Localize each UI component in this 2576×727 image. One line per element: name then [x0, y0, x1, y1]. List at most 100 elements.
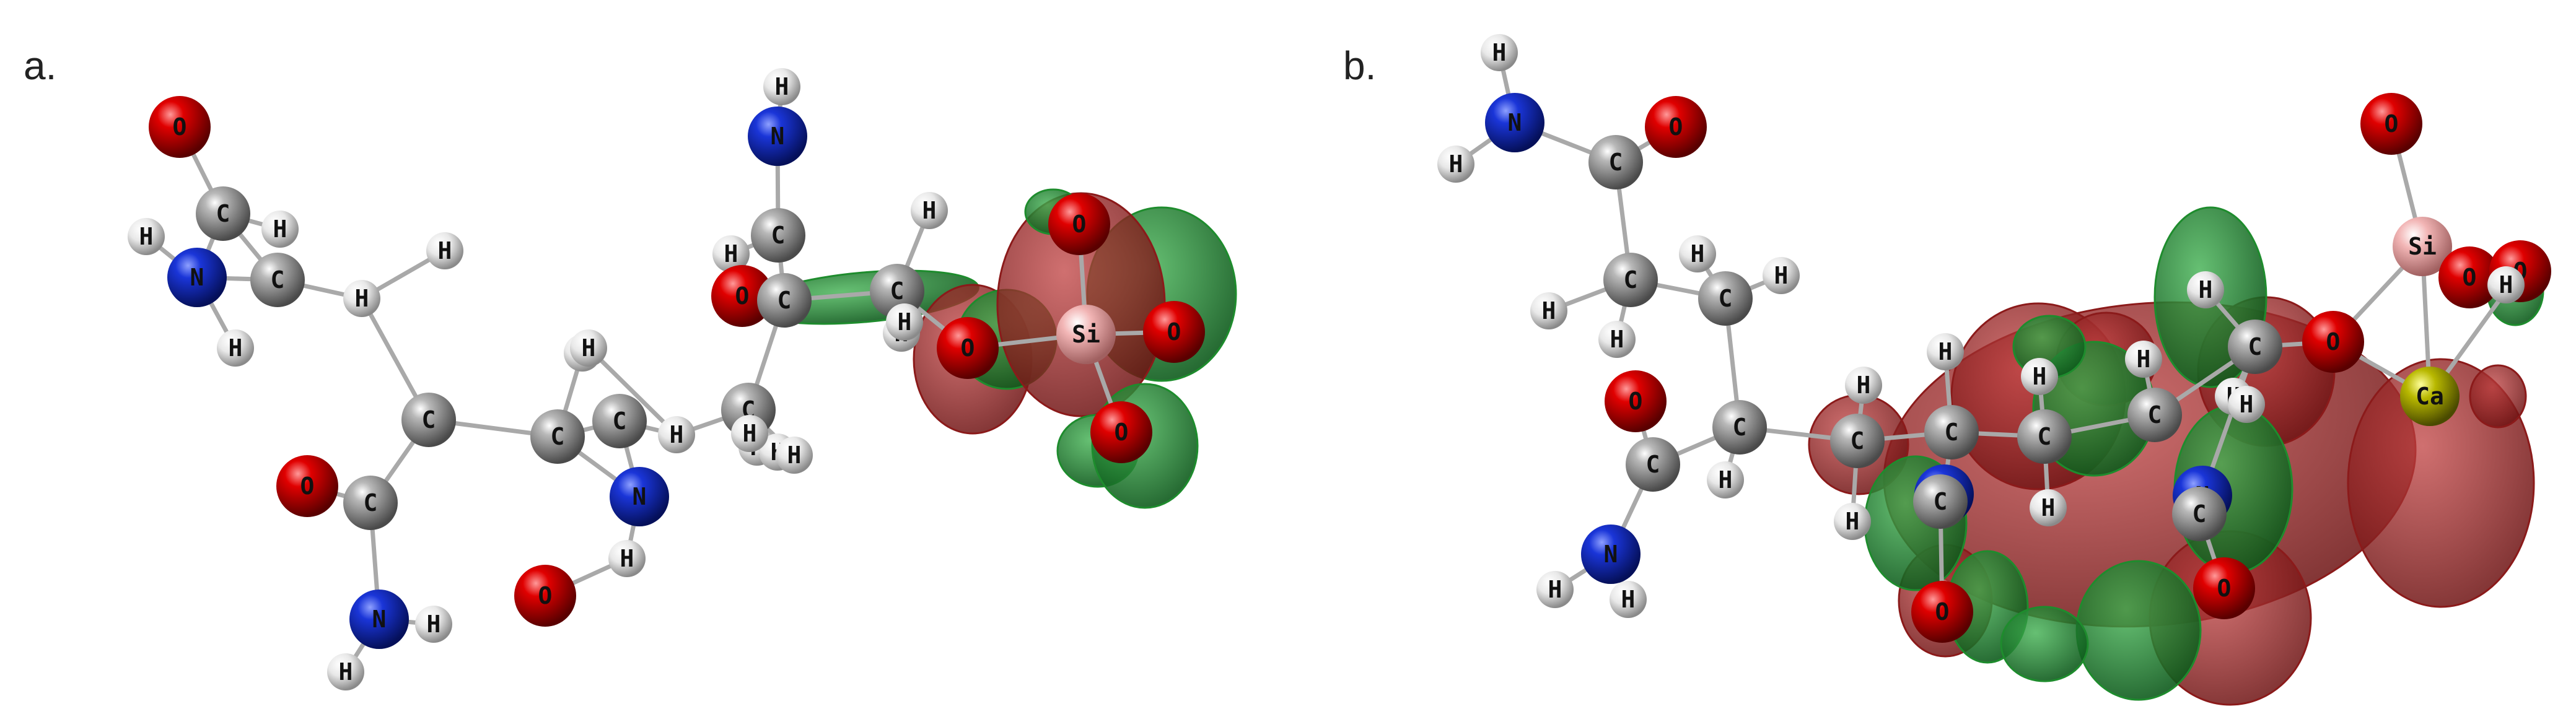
atom-sphere	[343, 280, 380, 317]
atom-o: O	[2438, 246, 2500, 308]
atom-label: H	[1492, 39, 1507, 66]
atom-sphere	[1712, 400, 1767, 455]
atom-h: H	[2487, 266, 2525, 303]
atom-sphere	[1927, 333, 1964, 370]
atom-label: N	[372, 606, 387, 633]
atom-sphere	[1048, 193, 1110, 255]
atom-sphere	[530, 409, 585, 464]
atom-label: O	[2385, 110, 2399, 137]
atom-h: H	[343, 280, 380, 317]
atom-label: O	[1935, 598, 1950, 625]
atoms-b: HNHOCCHHCHHOCCHNHHCHHCHNCOHCHHCHCHHNCOOS…	[1437, 34, 2551, 643]
atom-c: C	[1588, 135, 1643, 189]
atom-o: O	[276, 455, 338, 517]
atom-o: O	[1645, 96, 1707, 158]
atom-c: C	[757, 273, 812, 328]
atom-label: C	[422, 406, 436, 433]
atom-sphere	[1834, 503, 1871, 540]
atom-label: H	[427, 611, 441, 638]
atom-sphere	[751, 208, 805, 263]
atom-c: C	[343, 476, 398, 530]
atom-sphere	[276, 455, 338, 517]
atom-label: O	[300, 472, 315, 500]
atom-sphere	[776, 437, 813, 474]
atom-n: N	[1485, 93, 1544, 152]
atom-label: C	[2148, 401, 2162, 429]
atom-label: C	[778, 287, 792, 314]
atom-label: H	[139, 223, 154, 250]
atom-label: H	[670, 421, 684, 448]
atom-label: H	[1774, 262, 1789, 289]
atom-si: Si	[2393, 217, 2452, 276]
atom-o: O	[1143, 301, 1205, 363]
atom-label: H	[339, 658, 353, 686]
atom-sphere	[2017, 409, 2072, 464]
atom-o: O	[2360, 93, 2422, 155]
atom-label: H	[2033, 363, 2047, 390]
atom-sphere	[763, 68, 800, 105]
atom-h: H	[2228, 386, 2265, 423]
atom-label: C	[1646, 451, 1660, 478]
atom-label: O	[735, 282, 750, 310]
atom-sphere	[1581, 525, 1641, 584]
atom-sphere	[592, 394, 647, 448]
atom-sphere	[349, 590, 409, 649]
atom-c: C	[401, 393, 456, 447]
atom-h: H	[2187, 271, 2224, 308]
orbital-lobe-positive	[2000, 606, 2089, 682]
atom-sphere	[1605, 370, 1667, 432]
atom-sphere	[1588, 135, 1643, 189]
atom-n: N	[748, 107, 807, 166]
atom-o: O	[149, 96, 211, 158]
atom-label: H	[582, 334, 596, 362]
atom-sphere	[2021, 358, 2058, 395]
atom-sphere	[128, 218, 165, 255]
atom-c: C	[2228, 320, 2282, 374]
atom-label: N	[1508, 109, 1522, 136]
atom-c: C	[250, 253, 305, 307]
atom-h: H	[1679, 235, 1716, 272]
atom-h: H	[1610, 581, 1647, 618]
atom-sphere	[2030, 489, 2067, 526]
atom-h: H	[1598, 321, 1636, 358]
atom-label: C	[2193, 500, 2207, 528]
atom-h: H	[763, 68, 800, 105]
atom-h: H	[2021, 358, 2058, 395]
atom-label: O	[961, 334, 975, 362]
atom-si: Si	[1056, 305, 1116, 364]
atom-o: O	[937, 317, 999, 379]
atom-sphere	[1143, 301, 1205, 363]
atom-label: H	[775, 73, 789, 100]
atom-sphere	[196, 186, 250, 241]
atom-c: C	[751, 208, 805, 263]
atom-sphere	[250, 253, 305, 307]
atom-label: H	[922, 197, 937, 224]
atom-label: H	[1691, 240, 1705, 268]
atom-sphere	[1090, 401, 1152, 463]
atom-h: H	[658, 416, 695, 453]
panel-label-b: b.	[1343, 43, 1376, 88]
atom-sphere	[886, 303, 923, 341]
atom-h: H	[1530, 292, 1567, 329]
atom-n: N	[1581, 525, 1641, 584]
atom-n: N	[349, 590, 409, 649]
atom-sphere	[1603, 253, 1658, 307]
atom-label: Si	[2408, 233, 2437, 260]
atom-sphere	[757, 273, 812, 328]
atom-label: H	[743, 420, 757, 447]
atom-sphere	[343, 476, 398, 530]
atom-sphere	[1485, 93, 1544, 152]
atom-sphere	[2400, 367, 2460, 426]
atom-label: Si	[1072, 321, 1100, 348]
atom-h: H	[911, 192, 948, 229]
atom-c: C	[2172, 487, 2227, 541]
atom-sphere	[1536, 571, 1574, 608]
atom-label: C	[890, 277, 905, 305]
atom-label: O	[2463, 264, 2477, 291]
atom-label: H	[1939, 338, 1953, 365]
atom-label: H	[620, 545, 634, 572]
atom-label: C	[613, 407, 627, 435]
atom-sphere	[2228, 320, 2282, 374]
atom-sphere	[1530, 292, 1567, 329]
